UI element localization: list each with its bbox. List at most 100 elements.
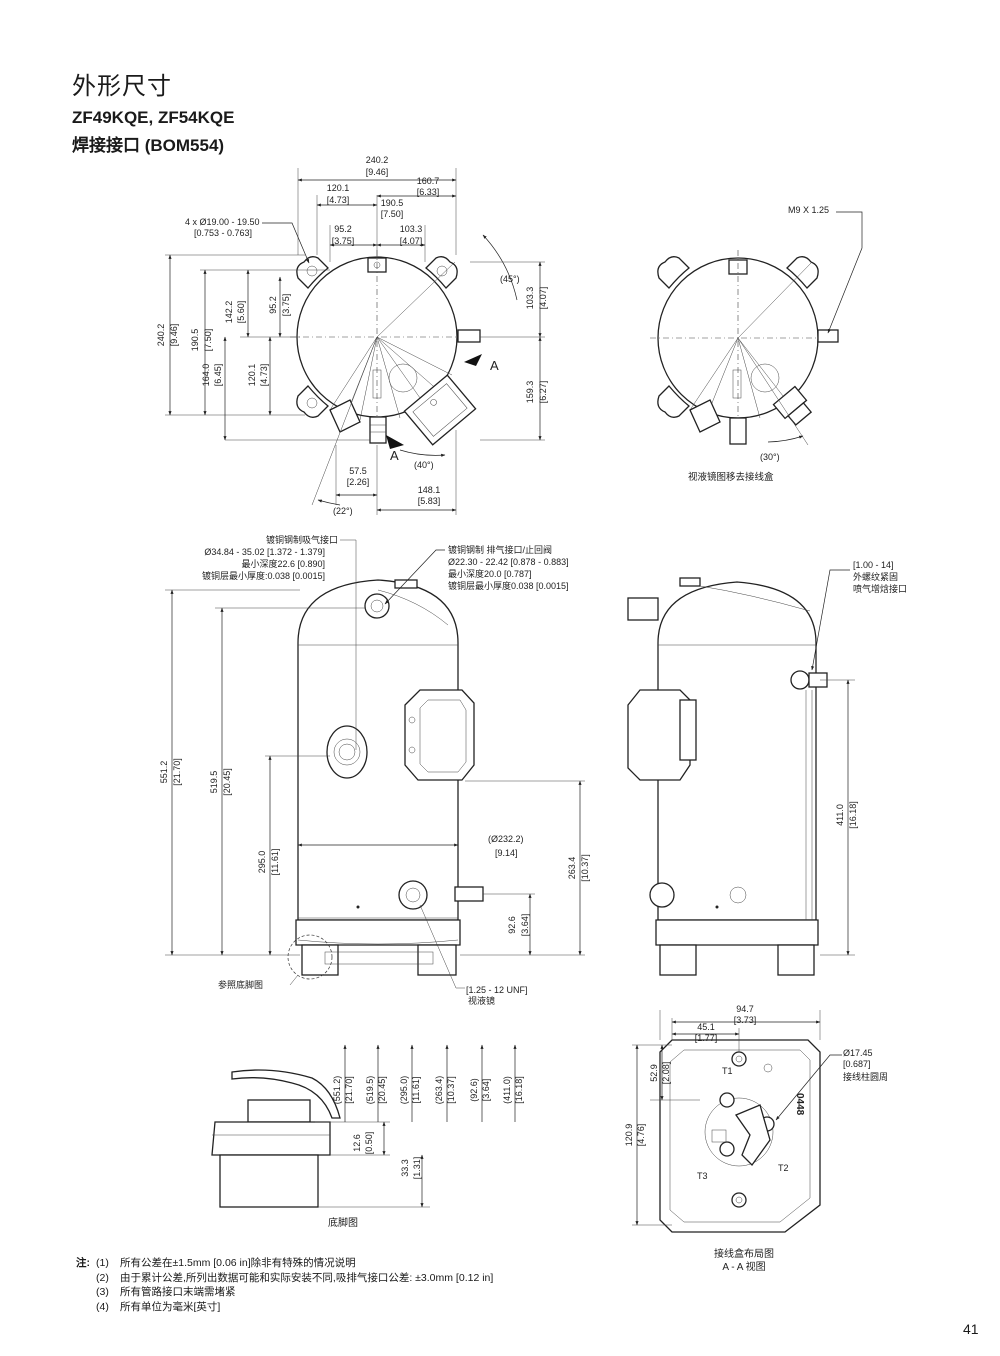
vdim-103-3: 103.3 xyxy=(525,287,535,310)
dim-103-3: 103.3 xyxy=(400,224,423,234)
discharge-depth: 最小深度20.0 [0.787] xyxy=(448,568,532,579)
vdim-411-0-in: [16.18] xyxy=(848,801,858,829)
angle-22: (22°) xyxy=(333,506,353,516)
tb-dim-94-7: 94.7 xyxy=(736,1004,754,1014)
dim-103-3-in: [4.07] xyxy=(400,236,423,246)
vdim-263-4-in: [10.37] xyxy=(580,854,590,882)
terminal-t2: T2 xyxy=(778,1163,789,1173)
dim-120-1-in: [4.73] xyxy=(327,195,350,205)
tb-caption-1: 接线盒布局图 xyxy=(714,1247,774,1260)
vdim-190-5: 190.5 xyxy=(190,329,200,352)
ref-263-4-in: [10.37] xyxy=(446,1076,456,1104)
vdim-551-2-in: [21.70] xyxy=(172,758,182,786)
vdim-411-0: 411.0 xyxy=(835,804,845,826)
tb-dim-45-1: 45.1 xyxy=(697,1022,715,1032)
vdim-519-5-in: [20.45] xyxy=(222,768,232,796)
tb-vdim-52-9: 52.9 xyxy=(649,1064,659,1082)
vdim-190-5-in: [7.50] xyxy=(203,329,213,352)
vdim-240-2-in: [9.46] xyxy=(169,324,179,347)
sight-thread: [1.25 - 12 UNF] xyxy=(466,985,528,995)
angle-30: (30°) xyxy=(760,452,780,462)
terminal-box-front xyxy=(404,689,475,781)
dim-12-6: 12.6 xyxy=(352,1134,362,1152)
suction-port xyxy=(326,725,368,779)
compressor-shell xyxy=(297,579,459,921)
ref-519-5-in: [20.45] xyxy=(377,1076,387,1104)
side-view: [1.00 - 14] 外螺纹紧固 喷气增焓接口 411.0 [16.18] xyxy=(627,560,907,976)
vdim-120-1: 120.1 xyxy=(247,364,257,387)
tb-caption-2: A - A 视图 xyxy=(722,1260,765,1273)
vdim-120-1-in: [4.73] xyxy=(259,364,269,387)
vdim-164-0-in: [6.45] xyxy=(213,364,223,387)
suction-label: 镀铜钢制吸气接口 xyxy=(266,534,338,545)
injection-range: [1.00 - 14] xyxy=(853,560,894,570)
note-3: (3)所有管路接口末端需堵紧 xyxy=(96,1286,236,1298)
ref-295-0-in: [11.61] xyxy=(411,1077,421,1104)
foot-detail-view: (551.2) [21.70] (519.5) [20.45] (295.0) … xyxy=(211,1044,524,1229)
dim-33-3-in: [1.31] xyxy=(412,1157,422,1180)
terminal-box-view: 94.7 [3.73] 45.1 [1.77] 52.9 [2.08] 120.… xyxy=(624,1004,888,1273)
ref-411-0-in: [16.18] xyxy=(514,1076,524,1104)
page-title: 外形尺寸 xyxy=(72,73,172,100)
injection-label-1: 外螺纹紧固 xyxy=(853,571,898,582)
vdim-519-5: 519.5 xyxy=(209,771,219,794)
vdim-92-6: 92.6 xyxy=(507,916,517,934)
ref-295-0: (295.0) xyxy=(399,1076,409,1105)
injection-label-2: 喷气增焓接口 xyxy=(853,583,907,594)
vdim-295-0-in: [11.61] xyxy=(270,849,280,876)
stud-diameter: Ø17.45 xyxy=(843,1048,873,1058)
suction-diameter: Ø34.84 - 35.02 [1.372 - 1.379] xyxy=(204,547,325,557)
dim-160-7-in: [6.33] xyxy=(417,187,440,197)
dim-190-5-in: [7.50] xyxy=(381,209,404,219)
notes-block: 注:(1)所有公差在±1.5mm [0.06 in]除非有特殊的情况说明 (2)… xyxy=(76,1256,493,1314)
vdim-159-3-in: [6.27] xyxy=(538,381,548,404)
ref-263-4: (263.4) xyxy=(434,1076,444,1105)
thread-spec: M9 X 1.25 xyxy=(788,205,829,215)
vdim-92-6-in: [3.64] xyxy=(520,914,530,937)
dim-240-2-in: [9.46] xyxy=(366,167,389,177)
ref-411-0: (411.0) xyxy=(502,1076,512,1104)
vdim-103-3-in: [4.07] xyxy=(538,287,548,310)
vdim-240-2: 240.2 xyxy=(156,324,166,347)
dim-232-2-in: [9.14] xyxy=(495,848,518,858)
vdim-95-2: 95.2 xyxy=(268,296,278,314)
dim-240-2: 240.2 xyxy=(366,155,389,165)
vdim-95-2-in: [3.75] xyxy=(281,294,291,317)
foot-ref: 参照底脚图 xyxy=(218,979,263,990)
stud-diameter-in: [0.687] xyxy=(843,1059,871,1069)
tb-dim-45-1-in: [1.77] xyxy=(695,1033,718,1043)
dim-95-2-in: [3.75] xyxy=(332,236,355,246)
model-numbers: ZF49KQE, ZF54KQE xyxy=(72,108,235,127)
holes-spec: 4 x Ø19.00 - 19.50 xyxy=(185,217,260,227)
dim-190-5: 190.5 xyxy=(381,198,404,208)
dim-120-1: 120.1 xyxy=(327,183,350,193)
dim-33-3: 33.3 xyxy=(400,1159,410,1177)
suction-stub xyxy=(369,416,387,444)
sight-glass xyxy=(398,880,428,910)
front-view: 镀铜钢制吸气接口 Ø34.84 - 35.02 [1.372 - 1.379] … xyxy=(159,534,590,1006)
vdim-551-2: 551.2 xyxy=(159,761,169,784)
vdim-142-2-in: [5.60] xyxy=(236,301,246,324)
terminal-t1: T1 xyxy=(722,1066,733,1076)
ref-551-2: (551.2) xyxy=(332,1076,342,1105)
ref-92-6: (92.6) xyxy=(469,1078,479,1102)
dim-57-5-in: [2.26] xyxy=(347,477,370,487)
note-1: 注:(1)所有公差在±1.5mm [0.06 in]除非有特殊的情况说明 xyxy=(76,1257,356,1269)
tb-vdim-120-9-in: [4.76] xyxy=(636,1124,646,1147)
angle-40: (40°) xyxy=(414,460,434,470)
dim-232-2: (Ø232.2) xyxy=(488,834,524,844)
ref-519-5: (519.5) xyxy=(365,1076,375,1105)
tb-dim-94-7-in: [3.73] xyxy=(734,1015,757,1025)
tb-vdim-120-9: 120.9 xyxy=(624,1124,634,1147)
ref-92-6-in: [3.64] xyxy=(481,1079,491,1102)
top-view: 240.2 [9.46] 120.1 [4.73] 160.7 [6.33] 1… xyxy=(156,155,548,516)
note-2: (2)由于累计公差,所列出数据可能和实际安装不同,吸排气接口公差: ±3.0mm… xyxy=(96,1271,494,1284)
discharge-label: 镀铜钢制 排气接口/止回阀 xyxy=(448,544,552,555)
dim-12-6-in: [0.50] xyxy=(364,1132,374,1155)
note-4: (4)所有单位为毫米[英寸] xyxy=(96,1300,221,1313)
holes-spec-in: [0.753 - 0.763] xyxy=(194,228,252,238)
tb-vdim-52-9-in: [2.08] xyxy=(661,1062,671,1085)
top-view-no-box: M9 X 1.25 (30°) 视液镜图移去接线盒 xyxy=(650,205,863,483)
section-mark-a: A xyxy=(490,358,499,373)
